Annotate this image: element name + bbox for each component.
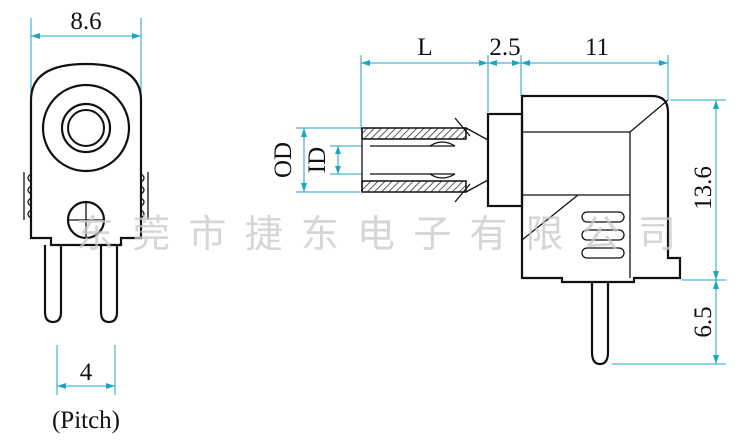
mounting-screw (66, 200, 106, 240)
jack-outer-ring (41, 83, 131, 173)
plug-barrel (361, 117, 489, 203)
front-view: 8.6 (23, 8, 149, 434)
pin-length-label: 6.5 (690, 306, 717, 337)
od-label: OD (270, 142, 297, 178)
gap-label: 2.5 (489, 34, 520, 61)
height-label: 13.6 (690, 166, 717, 210)
pitch-caption: (Pitch) (52, 407, 120, 434)
side-body (520, 94, 682, 284)
width-dimension: 8.6 (30, 8, 142, 95)
plug-collar (486, 112, 524, 208)
width-label: 8.6 (70, 8, 101, 35)
vertical-dimensions: 13.6 6.5 (612, 99, 726, 365)
front-body (29, 62, 143, 247)
body-width-label: 11 (585, 34, 609, 61)
pitch-dimension: 4 (Pitch) (52, 345, 120, 434)
diameter-dimensions: OD ID (270, 127, 362, 193)
watermark: 东莞市捷东电子有限公司 (76, 212, 676, 256)
length-label: L (417, 34, 432, 61)
id-label: ID (304, 147, 331, 173)
jack-middle-ring (60, 102, 112, 154)
jack-socket (67, 109, 105, 147)
side-view: L 2.5 11 OD ID (270, 34, 726, 366)
pitch-value: 4 (80, 359, 93, 386)
side-pin (590, 282, 610, 366)
side-ribs (23, 172, 149, 220)
front-pins (43, 245, 119, 324)
top-dimension-chain: L 2.5 11 (360, 34, 669, 130)
grip-slots (581, 211, 625, 259)
